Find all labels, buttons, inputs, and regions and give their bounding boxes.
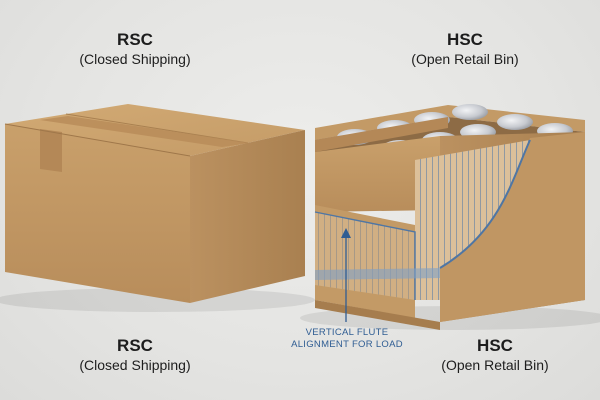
hsc-title: HSC bbox=[395, 336, 595, 356]
hsc-title: HSC bbox=[365, 30, 565, 50]
rsc-bottom-label: RSC (Closed Shipping) bbox=[35, 336, 235, 374]
hsc-box bbox=[300, 104, 600, 330]
hsc-bottom-label: HSC (Open Retail Bin) bbox=[395, 336, 595, 374]
rsc-top-label: RSC (Closed Shipping) bbox=[35, 30, 235, 68]
hsc-subtitle: (Open Retail Bin) bbox=[395, 356, 595, 374]
rsc-side-panel bbox=[190, 130, 305, 303]
hsc-top-label: HSC (Open Retail Bin) bbox=[365, 30, 565, 68]
rsc-title: RSC bbox=[35, 336, 235, 356]
rsc-title: RSC bbox=[35, 30, 235, 50]
annotation-line-1: VERTICAL FLUTE bbox=[272, 327, 422, 339]
rsc-subtitle: (Closed Shipping) bbox=[35, 356, 235, 374]
can bbox=[452, 104, 488, 120]
rsc-subtitle: (Closed Shipping) bbox=[35, 50, 235, 68]
base-flute-strip bbox=[315, 268, 440, 280]
rsc-tape-front bbox=[40, 129, 62, 172]
rsc-box bbox=[0, 104, 315, 312]
annotation-line-2: ALIGNMENT FOR LOAD bbox=[272, 339, 422, 351]
hsc-subtitle: (Open Retail Bin) bbox=[365, 50, 565, 68]
flute-annotation: VERTICAL FLUTE ALIGNMENT FOR LOAD bbox=[272, 327, 422, 351]
can bbox=[497, 114, 533, 130]
